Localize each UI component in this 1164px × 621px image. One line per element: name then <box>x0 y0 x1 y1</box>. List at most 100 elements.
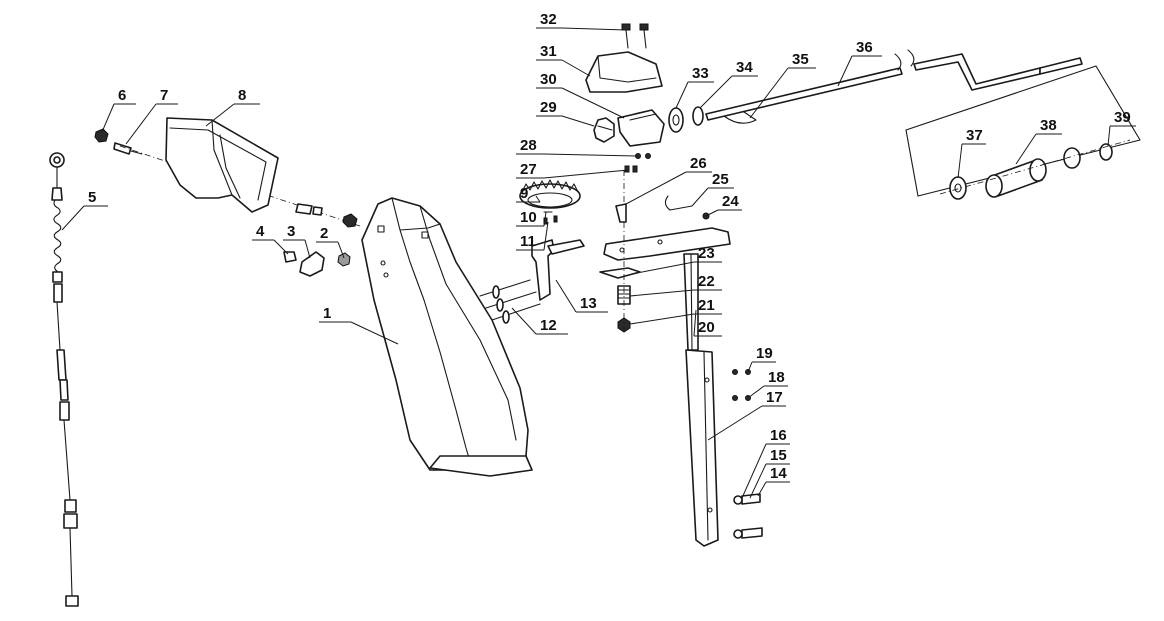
callout-leader-18 <box>747 385 765 399</box>
callout-number-7: 7 <box>160 87 168 104</box>
part-chute-bracket <box>531 239 585 301</box>
callout-leader-36 <box>837 55 853 87</box>
callout-leader-39 <box>1107 125 1111 147</box>
part-bracket-23 <box>599 267 641 279</box>
callout-number-27: 27 <box>520 161 537 178</box>
callout-leader-7 <box>125 103 157 145</box>
part-bracket-3 <box>299 251 325 277</box>
callout-number-25: 25 <box>712 171 729 188</box>
callout-leader-24 <box>705 209 719 217</box>
part-nut-6 <box>94 128 109 143</box>
part-gear-ring <box>519 179 581 209</box>
callout-leader-33 <box>675 81 689 109</box>
part-crank-rod-36 <box>705 49 1083 121</box>
callout-leader-23 <box>631 261 695 275</box>
part-pin-25 <box>664 195 693 211</box>
callout-leader-29 <box>561 115 595 127</box>
callout-leader-2 <box>337 241 345 259</box>
callout-number-22: 22 <box>698 273 715 290</box>
callout-leader-31 <box>561 59 591 77</box>
callout-leader-21 <box>629 313 695 325</box>
part-nut-2 <box>337 252 351 267</box>
callout-number-6: 6 <box>118 87 126 104</box>
part-ring-34 <box>692 106 704 126</box>
part-chute-deflector <box>165 117 279 213</box>
part-cable <box>49 152 79 607</box>
part-fasteners-18-19 <box>732 369 751 401</box>
callout-number-9: 9 <box>520 185 528 202</box>
callout-leader-10 <box>543 211 547 227</box>
callout-leader-28 <box>543 153 639 157</box>
callout-number-31: 31 <box>540 43 557 60</box>
callout-number-2: 2 <box>320 225 328 242</box>
callout-leader-30 <box>561 87 625 119</box>
callout-leader-38 <box>1015 133 1037 165</box>
part-discharge-chute <box>361 197 533 477</box>
callout-number-4: 4 <box>256 223 265 240</box>
callout-number-32: 32 <box>540 11 557 28</box>
part-bolt-7 <box>113 142 143 155</box>
part-screw-4 <box>283 251 297 263</box>
callout-number-26: 26 <box>690 155 707 172</box>
callout-number-1: 1 <box>323 305 331 322</box>
callout-leader-13 <box>555 279 577 313</box>
callout-leader-25 <box>691 187 709 207</box>
callout-number-8: 8 <box>238 87 246 104</box>
part-housing-31 <box>585 51 663 93</box>
part-nuts-27 <box>624 165 638 173</box>
part-washer <box>1063 147 1081 169</box>
callout-number-16: 16 <box>770 427 787 444</box>
callout-leader-32 <box>561 27 627 31</box>
callout-leader-11 <box>543 221 549 251</box>
callout-leader-1 <box>350 321 399 345</box>
callout-leader-15 <box>749 463 767 499</box>
callout-number-37: 37 <box>966 127 983 144</box>
callout-leader-37 <box>957 143 963 179</box>
callout-leader-9 <box>535 195 541 203</box>
callout-number-28: 28 <box>520 137 537 154</box>
callout-leader-19 <box>747 361 753 373</box>
callout-number-15: 15 <box>770 447 787 464</box>
callout-number-5: 5 <box>88 189 96 206</box>
callout-number-13: 13 <box>580 295 597 312</box>
callout-number-30: 30 <box>540 71 557 88</box>
part-handle-grip-38 <box>985 158 1047 198</box>
callout-number-33: 33 <box>692 65 709 82</box>
callout-number-12: 12 <box>540 317 557 334</box>
callout-leader-12 <box>511 307 537 335</box>
callout-leader-26 <box>625 171 687 205</box>
callout-leaders <box>61 27 1136 499</box>
callout-number-24: 24 <box>722 193 739 210</box>
callout-number-23: 23 <box>698 245 715 262</box>
callout-leader-4 <box>273 239 289 255</box>
callout-number-39: 39 <box>1114 109 1131 126</box>
callout-leader-6 <box>101 103 115 133</box>
part-rotator-plate <box>603 227 731 261</box>
part-screws-32 <box>621 23 649 49</box>
part-screws-11 <box>543 215 558 225</box>
part-bolt-26 <box>615 203 627 223</box>
callout-leader-27 <box>543 169 629 179</box>
part-washer-33 <box>668 107 684 133</box>
callout-number-19: 19 <box>756 345 773 362</box>
part-washer-37 <box>949 176 967 200</box>
callout-number-38: 38 <box>1040 117 1057 134</box>
callout-leader-16 <box>741 443 767 499</box>
callout-number-14: 14 <box>770 465 787 482</box>
callout-leader-3 <box>304 239 311 259</box>
callout-number-20: 20 <box>698 319 715 336</box>
part-bolts-14-15-16 <box>733 493 763 539</box>
callout-number-21: 21 <box>698 297 715 314</box>
callout-number-29: 29 <box>540 99 557 116</box>
part-gearbox-30 <box>617 109 665 147</box>
callout-leader-34 <box>699 75 733 109</box>
grip-inset <box>905 65 1141 200</box>
part-gear-29 <box>593 117 615 143</box>
callout-leader-35 <box>749 67 789 119</box>
callout-number-35: 35 <box>792 51 809 68</box>
callout-number-18: 18 <box>768 369 785 386</box>
callout-number-17: 17 <box>766 389 783 406</box>
callout-number-36: 36 <box>856 39 873 56</box>
